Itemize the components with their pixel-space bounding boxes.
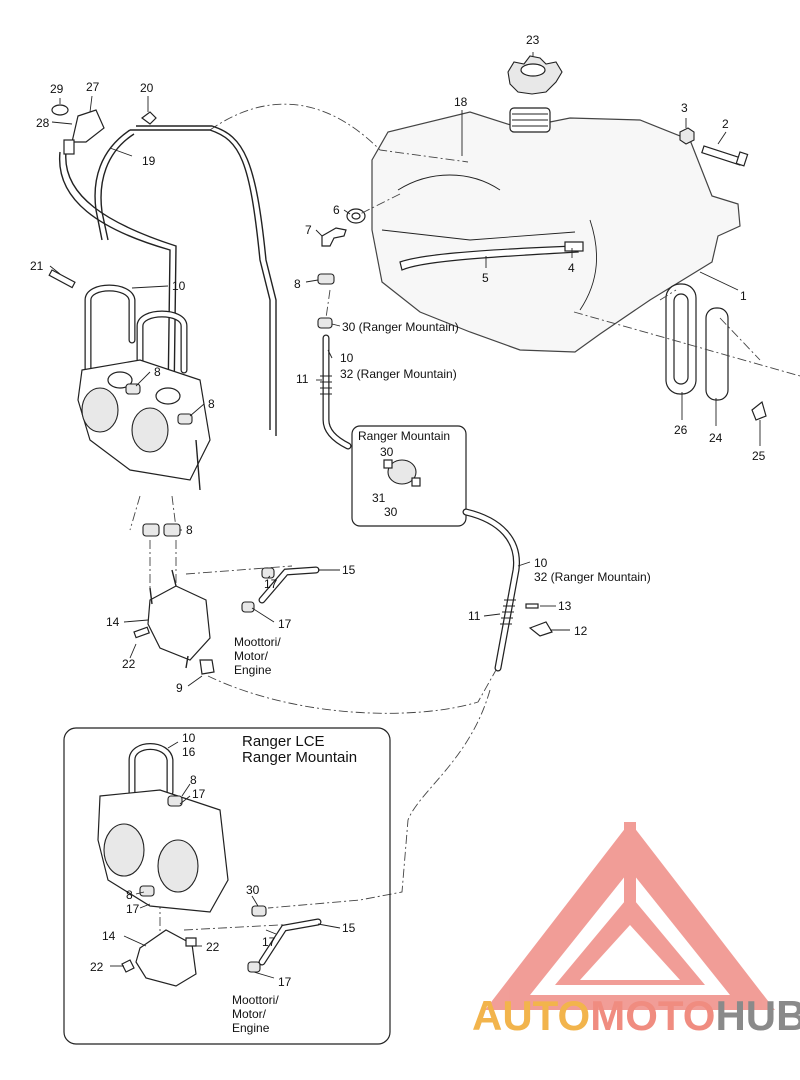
tank-strap [665, 283, 729, 401]
upper-carburetors [58, 125, 277, 491]
callout-30-inset-bottom: 30 [384, 505, 398, 519]
callout-8-tank: 8 [294, 277, 301, 291]
callout-15-lower-box: 15 [342, 921, 356, 935]
callout-29: 29 [50, 82, 64, 96]
clamps-8-pair [142, 523, 181, 537]
callout-11-lower: 11 [468, 609, 481, 623]
leader-lines [49, 52, 761, 979]
callout-10-carb: 10 [172, 279, 186, 293]
callout-22-lower-box-b: 22 [90, 960, 104, 974]
callout-14-lower-box: 14 [102, 929, 116, 943]
watermark-part-auto: AUTO [472, 992, 590, 1039]
callout-28: 28 [36, 116, 50, 130]
engine-label-upper-1: Moottori/ [234, 635, 281, 649]
callout-31: 31 [372, 491, 386, 505]
callout-23: 23 [526, 33, 540, 47]
fuel-cap [507, 55, 563, 95]
hose-clip [525, 603, 553, 637]
tank-nut [679, 127, 695, 145]
engine-label-lower-3: Engine [232, 1021, 270, 1035]
fuel-hose-lower [462, 508, 520, 672]
callout-2: 2 [722, 117, 729, 131]
watermark-text: AUTOMOTOHUB [472, 992, 800, 1039]
primer [51, 104, 105, 155]
callout-13: 13 [558, 599, 572, 613]
callout-22-upper: 22 [122, 657, 136, 671]
engine-label-upper-3: Engine [234, 663, 272, 677]
callout-9: 9 [176, 681, 183, 695]
callout-8-carb-a: 8 [154, 365, 161, 379]
lower-variant-box [63, 727, 391, 1045]
callout-20: 20 [140, 81, 154, 95]
callout-8-clamps: 8 [186, 523, 193, 537]
ranger-mountain-inset [351, 425, 467, 527]
callout-labels: 23 18 3 2 1 4 5 6 7 8 30 (Ranger Mountai… [30, 33, 766, 1035]
tank-bolt [701, 145, 749, 167]
callout-14-upper: 14 [106, 615, 120, 629]
watermark-part-moto: MOTO [590, 992, 715, 1039]
callout-11-upper: 11 [296, 372, 309, 386]
automotohub-logo [485, 822, 775, 1010]
engine-label-upper-2: Motor/ [234, 649, 269, 663]
callout-17-upper-b: 17 [278, 617, 292, 631]
callout-18: 18 [454, 95, 468, 109]
strap-pad [751, 400, 767, 421]
callout-15-upper: 15 [342, 563, 356, 577]
callout-22-lower-box-a: 22 [206, 940, 220, 954]
callout-8-lower-box-b: 8 [126, 888, 133, 902]
engine-label-lower-2: Motor/ [232, 1007, 267, 1021]
callout-10-lower: 10 [534, 556, 548, 570]
callout-1: 1 [740, 289, 747, 303]
callout-30-inset-top: 30 [380, 445, 394, 459]
callout-21: 21 [30, 259, 44, 273]
callout-10-lower-box: 10 [182, 731, 196, 745]
callout-17-lower-box-a: 17 [192, 787, 206, 801]
callout-16: 16 [182, 745, 196, 759]
callout-8-carb-b: 8 [208, 397, 215, 411]
callout-4: 4 [568, 261, 575, 275]
lower-box-title-2: Ranger Mountain [242, 749, 357, 766]
fuel-tank [371, 107, 741, 353]
callout-17-upper-a: 17 [264, 577, 278, 591]
callout-27: 27 [86, 80, 100, 94]
lower-box-title-1: Ranger LCE [242, 733, 325, 750]
inset-title: Ranger Mountain [358, 429, 450, 443]
watermark-part-hub: HUB [715, 992, 800, 1039]
callout-26: 26 [674, 423, 688, 437]
callout-17-lower-box-c: 17 [262, 935, 276, 949]
callout-32-ranger-upper: 32 (Ranger Mountain) [340, 367, 457, 381]
line-clip-20 [141, 111, 157, 125]
callout-12: 12 [574, 624, 588, 638]
primer-screw [48, 269, 76, 289]
callout-8-lower-box-a: 8 [190, 773, 197, 787]
callout-30-ranger: 30 (Ranger Mountain) [342, 320, 459, 334]
fuel-hose-upper [320, 334, 352, 450]
callout-3: 3 [681, 101, 688, 115]
callout-6: 6 [333, 203, 340, 217]
callout-24: 24 [709, 431, 723, 445]
callout-32-ranger-lower: 32 (Ranger Mountain) [534, 570, 651, 584]
fuel-pump-upper [133, 566, 320, 675]
engine-label-lower-1: Moottori/ [232, 993, 279, 1007]
callout-30-lower-box: 30 [246, 883, 260, 897]
callout-17-lower-box-b: 17 [126, 902, 140, 916]
callout-7: 7 [305, 223, 312, 237]
callout-25: 25 [752, 449, 766, 463]
callout-17-lower-box-d: 17 [278, 975, 292, 989]
callout-10-upper: 10 [340, 351, 354, 365]
callout-19: 19 [142, 154, 156, 168]
callout-5: 5 [482, 271, 489, 285]
fuel-fitting [317, 208, 366, 329]
